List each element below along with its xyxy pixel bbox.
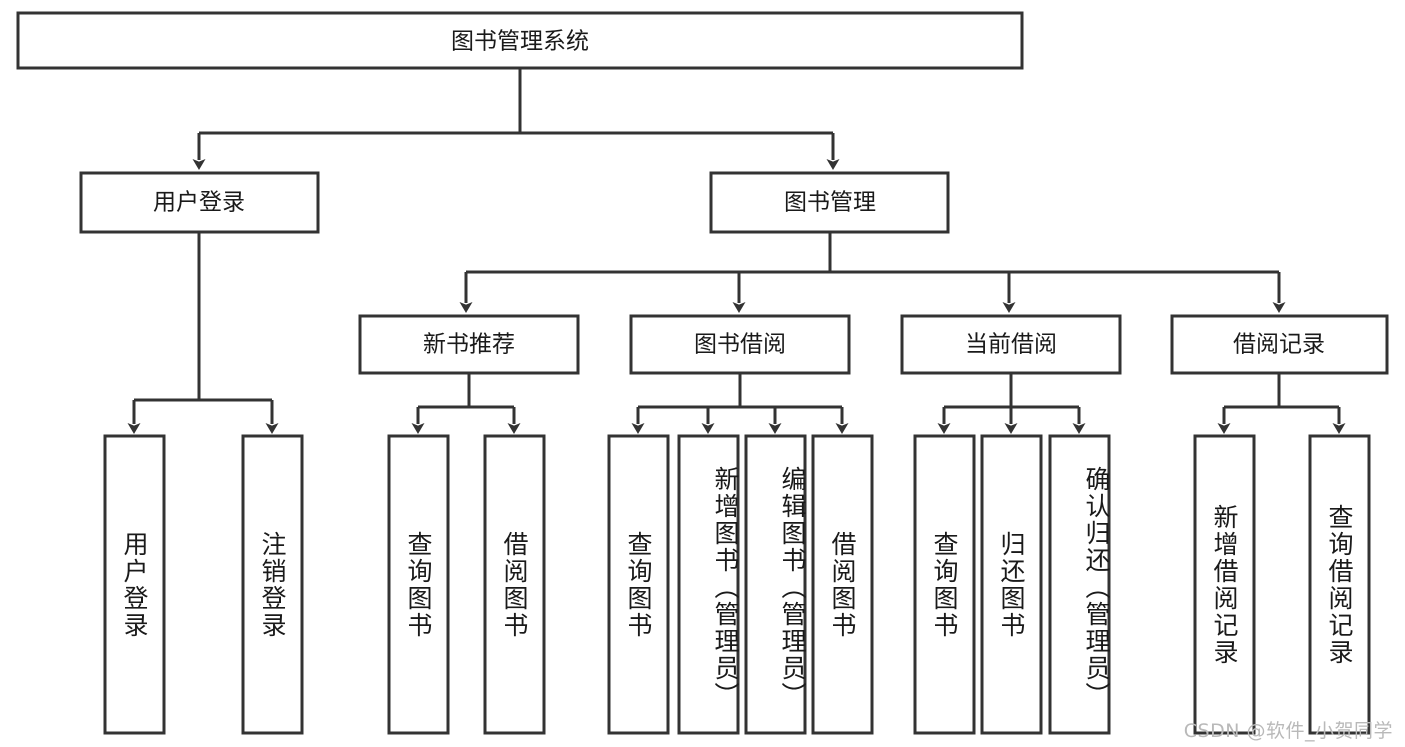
node-leaf-query-book-1[interactable] <box>387 434 450 735</box>
node-book-management[interactable]: 图书管理 <box>709 171 950 234</box>
csdn-watermark: CSDN @软件_小贺同学 <box>1183 720 1393 742</box>
connector-bookborrow-to-leaves <box>631 373 849 434</box>
node-borrow-record[interactable]: 借阅记录 <box>1170 314 1389 375</box>
node-current-borrow-label: 当前借阅 <box>965 332 1057 358</box>
node-current-borrow[interactable]: 当前借阅 <box>900 314 1122 375</box>
node-root-label: 图书管理系统 <box>451 29 589 55</box>
connector-currentborrow-to-leaves <box>937 373 1086 434</box>
connector-borrowrecord-to-leaves <box>1217 373 1346 434</box>
node-book-borrow[interactable]: 图书借阅 <box>629 314 851 375</box>
node-leaf-return-book[interactable] <box>980 434 1043 735</box>
connector-bookmgmt-to-level3 <box>459 232 1286 313</box>
node-leaf-user-login[interactable] <box>103 434 166 735</box>
node-leaf-confirm-return[interactable] <box>1048 434 1111 735</box>
node-new-book-recommend[interactable]: 新书推荐 <box>358 314 580 375</box>
node-user-login-label: 用户登录 <box>153 190 245 216</box>
node-leaf-query-record[interactable] <box>1308 434 1371 735</box>
node-user-login[interactable]: 用户登录 <box>79 171 320 234</box>
node-leaf-add-record[interactable] <box>1193 434 1256 735</box>
connector-newbook-to-leaves <box>411 373 521 434</box>
node-leaf-edit-book[interactable] <box>744 434 807 735</box>
node-book-management-label: 图书管理 <box>784 190 876 216</box>
node-leaf-borrow-book-2[interactable] <box>811 434 874 735</box>
node-book-borrow-label: 图书借阅 <box>694 332 786 358</box>
leaf-rect-group <box>103 434 1371 735</box>
node-leaf-add-book[interactable] <box>677 434 740 735</box>
node-borrow-record-label: 借阅记录 <box>1233 332 1325 358</box>
node-leaf-logout-login[interactable] <box>241 434 304 735</box>
node-root[interactable]: 图书管理系统 <box>16 11 1024 70</box>
node-new-book-recommend-label: 新书推荐 <box>423 332 515 358</box>
node-leaf-borrow-book-1[interactable] <box>483 434 546 735</box>
node-leaf-query-book-3[interactable] <box>913 434 976 735</box>
node-leaf-query-book-2[interactable] <box>607 434 670 735</box>
connector-root-to-level2 <box>192 68 840 170</box>
connector-userlogin-to-leaves <box>127 232 279 434</box>
